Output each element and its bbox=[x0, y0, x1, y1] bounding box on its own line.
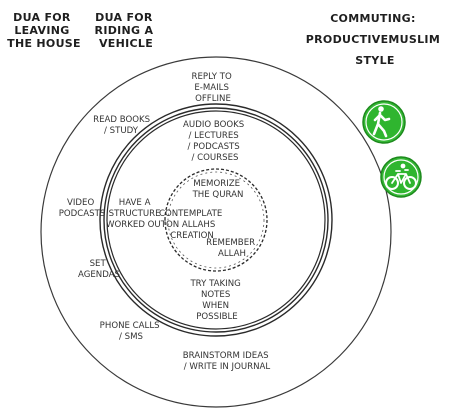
outer-circle bbox=[40, 56, 392, 408]
try-notes-label: TRY TAKING NOTES WHEN POSSIBLE bbox=[189, 279, 243, 322]
memorize-label: MEMORIZE THE QURAN bbox=[192, 179, 244, 200]
middle-ring-outer bbox=[99, 103, 333, 337]
middle-ring-inner2 bbox=[106, 110, 326, 330]
have-structure-label: HAVE A STRUCTURE WORKED OUT bbox=[106, 198, 167, 230]
read-books-label: READ BOOKS / STUDY bbox=[93, 115, 153, 136]
walking-person-icon bbox=[362, 100, 406, 144]
inner-dashed-circle-2 bbox=[167, 171, 265, 269]
remember-label: REMEMBER ALLAH bbox=[206, 238, 258, 259]
contemplate-label: CONTEMPLATE ON ALLAHS CREATION bbox=[159, 209, 225, 241]
set-agendas-label: SET AGENDAS bbox=[78, 259, 120, 280]
dua-leaving-header: DUA FOR LEAVING THE HOUSE bbox=[7, 11, 81, 50]
brainstorm-label: BRAINSTORM IDEAS / WRITE IN JOURNAL bbox=[183, 351, 272, 372]
reply-emails-label: REPLY TO E-MAILS OFFLINE bbox=[192, 72, 235, 104]
inner-dashed-circle bbox=[164, 168, 268, 272]
bicycle-icon bbox=[380, 156, 422, 198]
audio-books-label: AUDIO BOOKS / LECTURES / PODCASTS / COUR… bbox=[183, 120, 247, 163]
phone-calls-label: PHONE CALLS / SMS bbox=[100, 321, 163, 342]
dua-riding-header: DUA FOR RIDING A VEHICLE bbox=[95, 11, 158, 50]
video-podcasts-label: VIDEO PODCASTS bbox=[59, 198, 106, 219]
page-title: COMMUTING: PRODUCTIVEMUSLIM STYLE bbox=[306, 12, 444, 67]
middle-ring-inner bbox=[103, 107, 329, 333]
